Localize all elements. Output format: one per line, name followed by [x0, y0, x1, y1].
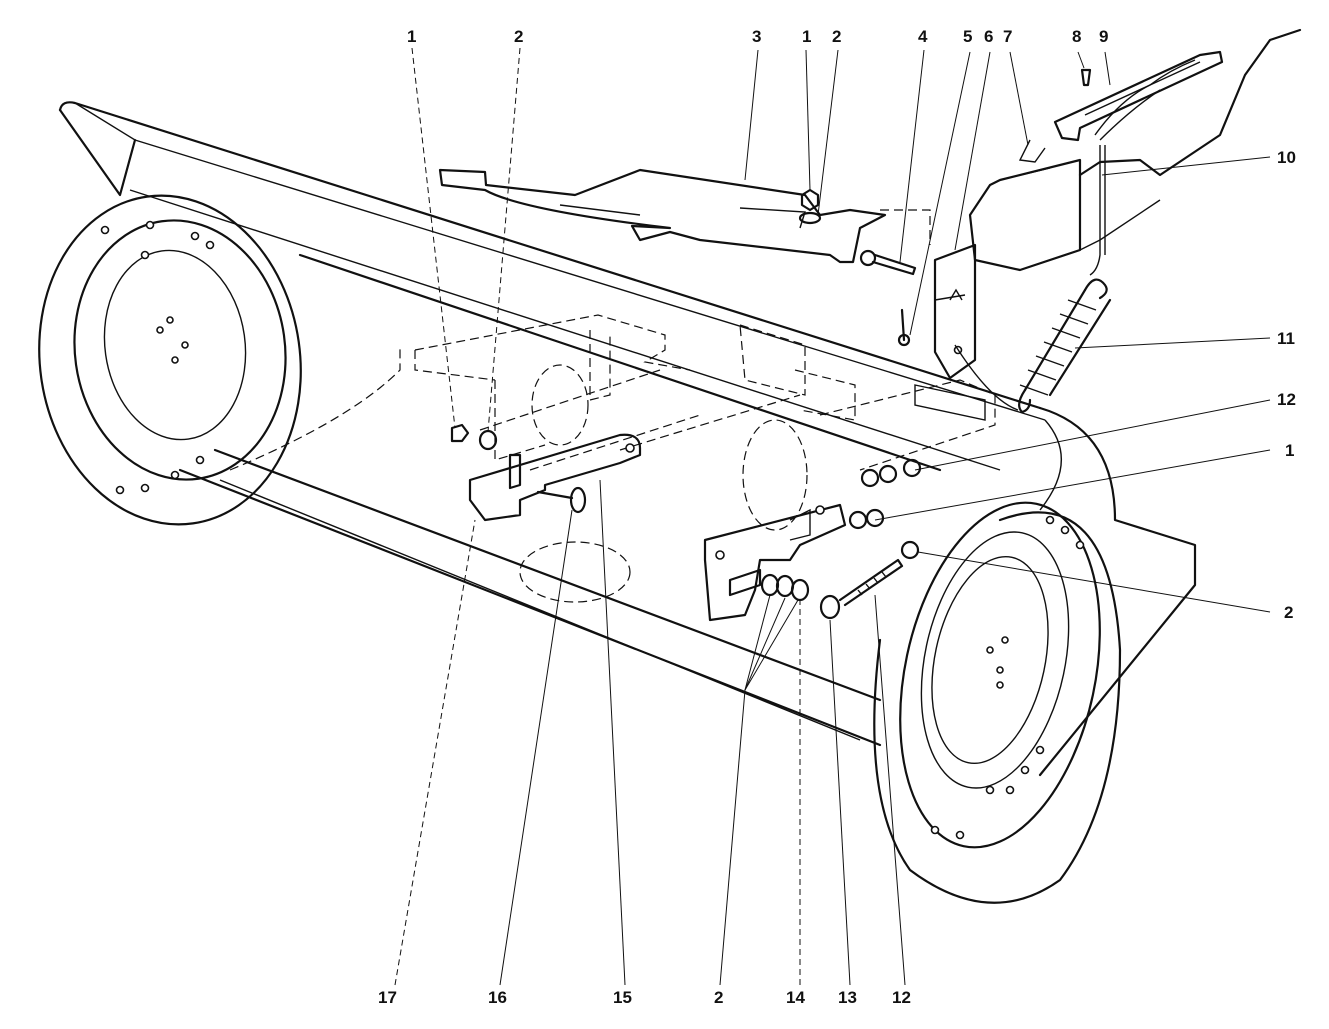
callout-1: 1: [802, 27, 811, 46]
callout-12: 12: [892, 988, 911, 1007]
callout-6: 6: [984, 27, 993, 46]
blade-assembly: [58, 101, 1197, 777]
callout-10: 10: [1277, 148, 1296, 167]
callout-12: 12: [1277, 390, 1296, 409]
callout-2: 2: [514, 27, 523, 46]
callout-7: 7: [1003, 27, 1012, 46]
callout-1: 1: [1285, 441, 1294, 460]
right-end-plate: [873, 501, 1122, 904]
leader-lines: [394, 47, 1271, 986]
left-plate-holes: [100, 220, 215, 495]
callout-15: 15: [613, 988, 632, 1007]
callout-labels: 1 2 3 1 2 4 5 6 7 8 9 10 11 12 1 2 17 16…: [378, 27, 1296, 1007]
lift-chain: [1089, 59, 1196, 276]
callout-3: 3: [752, 27, 761, 46]
tractor-frame: [880, 28, 1302, 272]
callout-8: 8: [1072, 27, 1081, 46]
callout-1: 1: [407, 27, 416, 46]
callout-14: 14: [786, 988, 805, 1007]
hardware: [450, 68, 1092, 620]
left-end-plate: [38, 194, 302, 526]
right-plate-holes: [930, 515, 1085, 840]
callout-17: 17: [378, 988, 397, 1007]
callout-16: 16: [488, 988, 507, 1007]
extension-spring: [954, 278, 1112, 414]
top-mounting-plate: [438, 168, 887, 264]
callout-2: 2: [714, 988, 723, 1007]
hidden-brackets: [414, 314, 996, 603]
callout-2: 2: [832, 27, 841, 46]
spring-bracket: [933, 243, 977, 380]
callout-5: 5: [963, 27, 972, 46]
lift-bar: [1053, 50, 1224, 142]
callout-2: 2: [1284, 603, 1293, 622]
right-adjust-bracket: [703, 384, 986, 622]
callout-13: 13: [838, 988, 857, 1007]
callout-9: 9: [1099, 27, 1108, 46]
left-adjust-bracket: [468, 433, 642, 522]
callout-4: 4: [918, 27, 928, 46]
callout-11: 11: [1277, 329, 1295, 348]
